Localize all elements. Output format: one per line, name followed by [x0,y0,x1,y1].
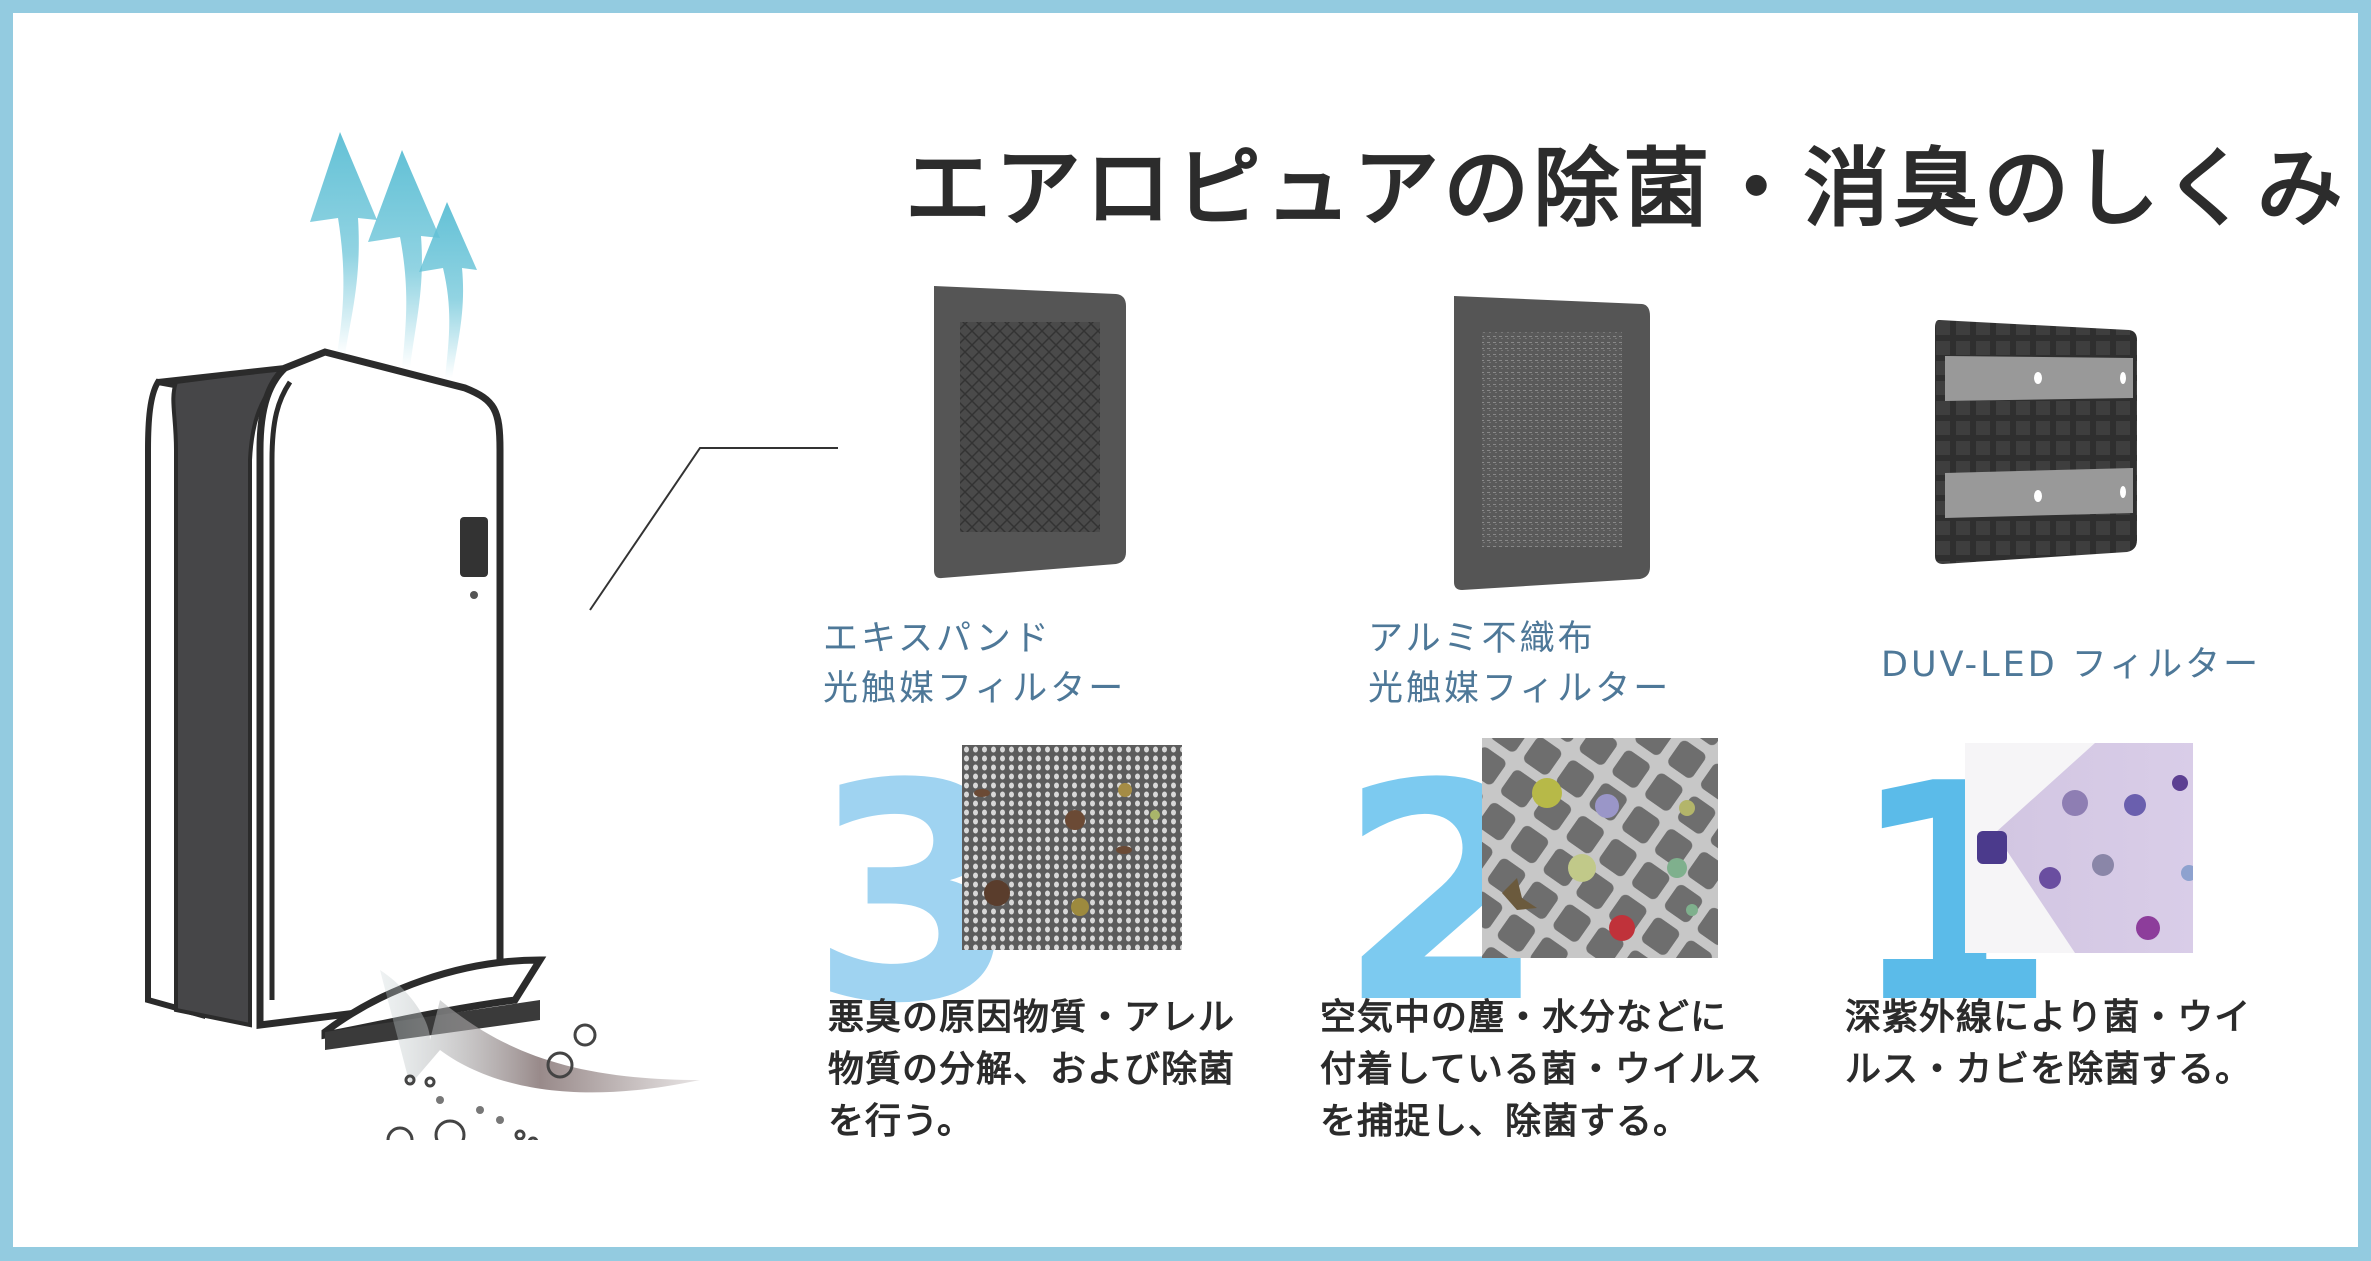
description-line: ルス・カビを除菌する。 [1845,1049,2253,1090]
label-line: エキスパンド [823,619,1052,659]
clean-air-arrows-icon [310,132,477,378]
description-line: を捕捉し、除菌する。 [1320,1101,1691,1142]
dirty-air-intake-icon [380,970,700,1093]
description-step-1: 深紫外線により菌・ウイ ルス・カビを除菌する。 [1845,992,2252,1096]
description-step-3: 悪臭の原因物質・アレル 物質の分解、および除菌 を行う。 [828,992,1235,1148]
description-line: 物質の分解、および除菌 [828,1049,1236,1090]
description-line: 悪臭の原因物質・アレル [828,997,1236,1038]
description-line: 空気中の塵・水分などに [1320,997,1728,1038]
expanded-photocatalyst-filter-image [934,286,1126,579]
description-step-2: 空気中の塵・水分などに 付着している菌・ウイルス を捕捉し、除菌する。 [1320,992,1763,1148]
description-line: を行う。 [828,1101,974,1142]
filter-label-aluminum: アルミ不織布 光触媒フィルター [1368,614,1671,714]
diamond-mesh-microbes-photo [1482,738,1718,958]
uv-light-viruses-photo [1965,743,2193,953]
air-purifier-illustration [145,132,700,1140]
page-title: エアロピュアの除菌・消臭のしくみ [905,139,2347,239]
mesh-particles-photo [962,745,1182,950]
filter-label-expanded: エキスパンド 光触媒フィルター [823,614,1126,714]
aluminum-nonwoven-filter-image [1454,296,1650,590]
label-line: アルミ不織布 [1368,619,1596,659]
label-line: DUV-LED フィルター [1881,645,2262,685]
label-line: 光触媒フィルター [1368,669,1672,709]
filter-label-duv-led: DUV-LED フィルター [1881,640,2261,690]
description-line: 付着している菌・ウイルス [1320,1049,1763,1090]
description-line: 深紫外線により菌・ウイ [1845,997,2252,1038]
label-line: 光触媒フィルター [823,669,1127,709]
duv-led-filter-image [1935,320,2137,564]
